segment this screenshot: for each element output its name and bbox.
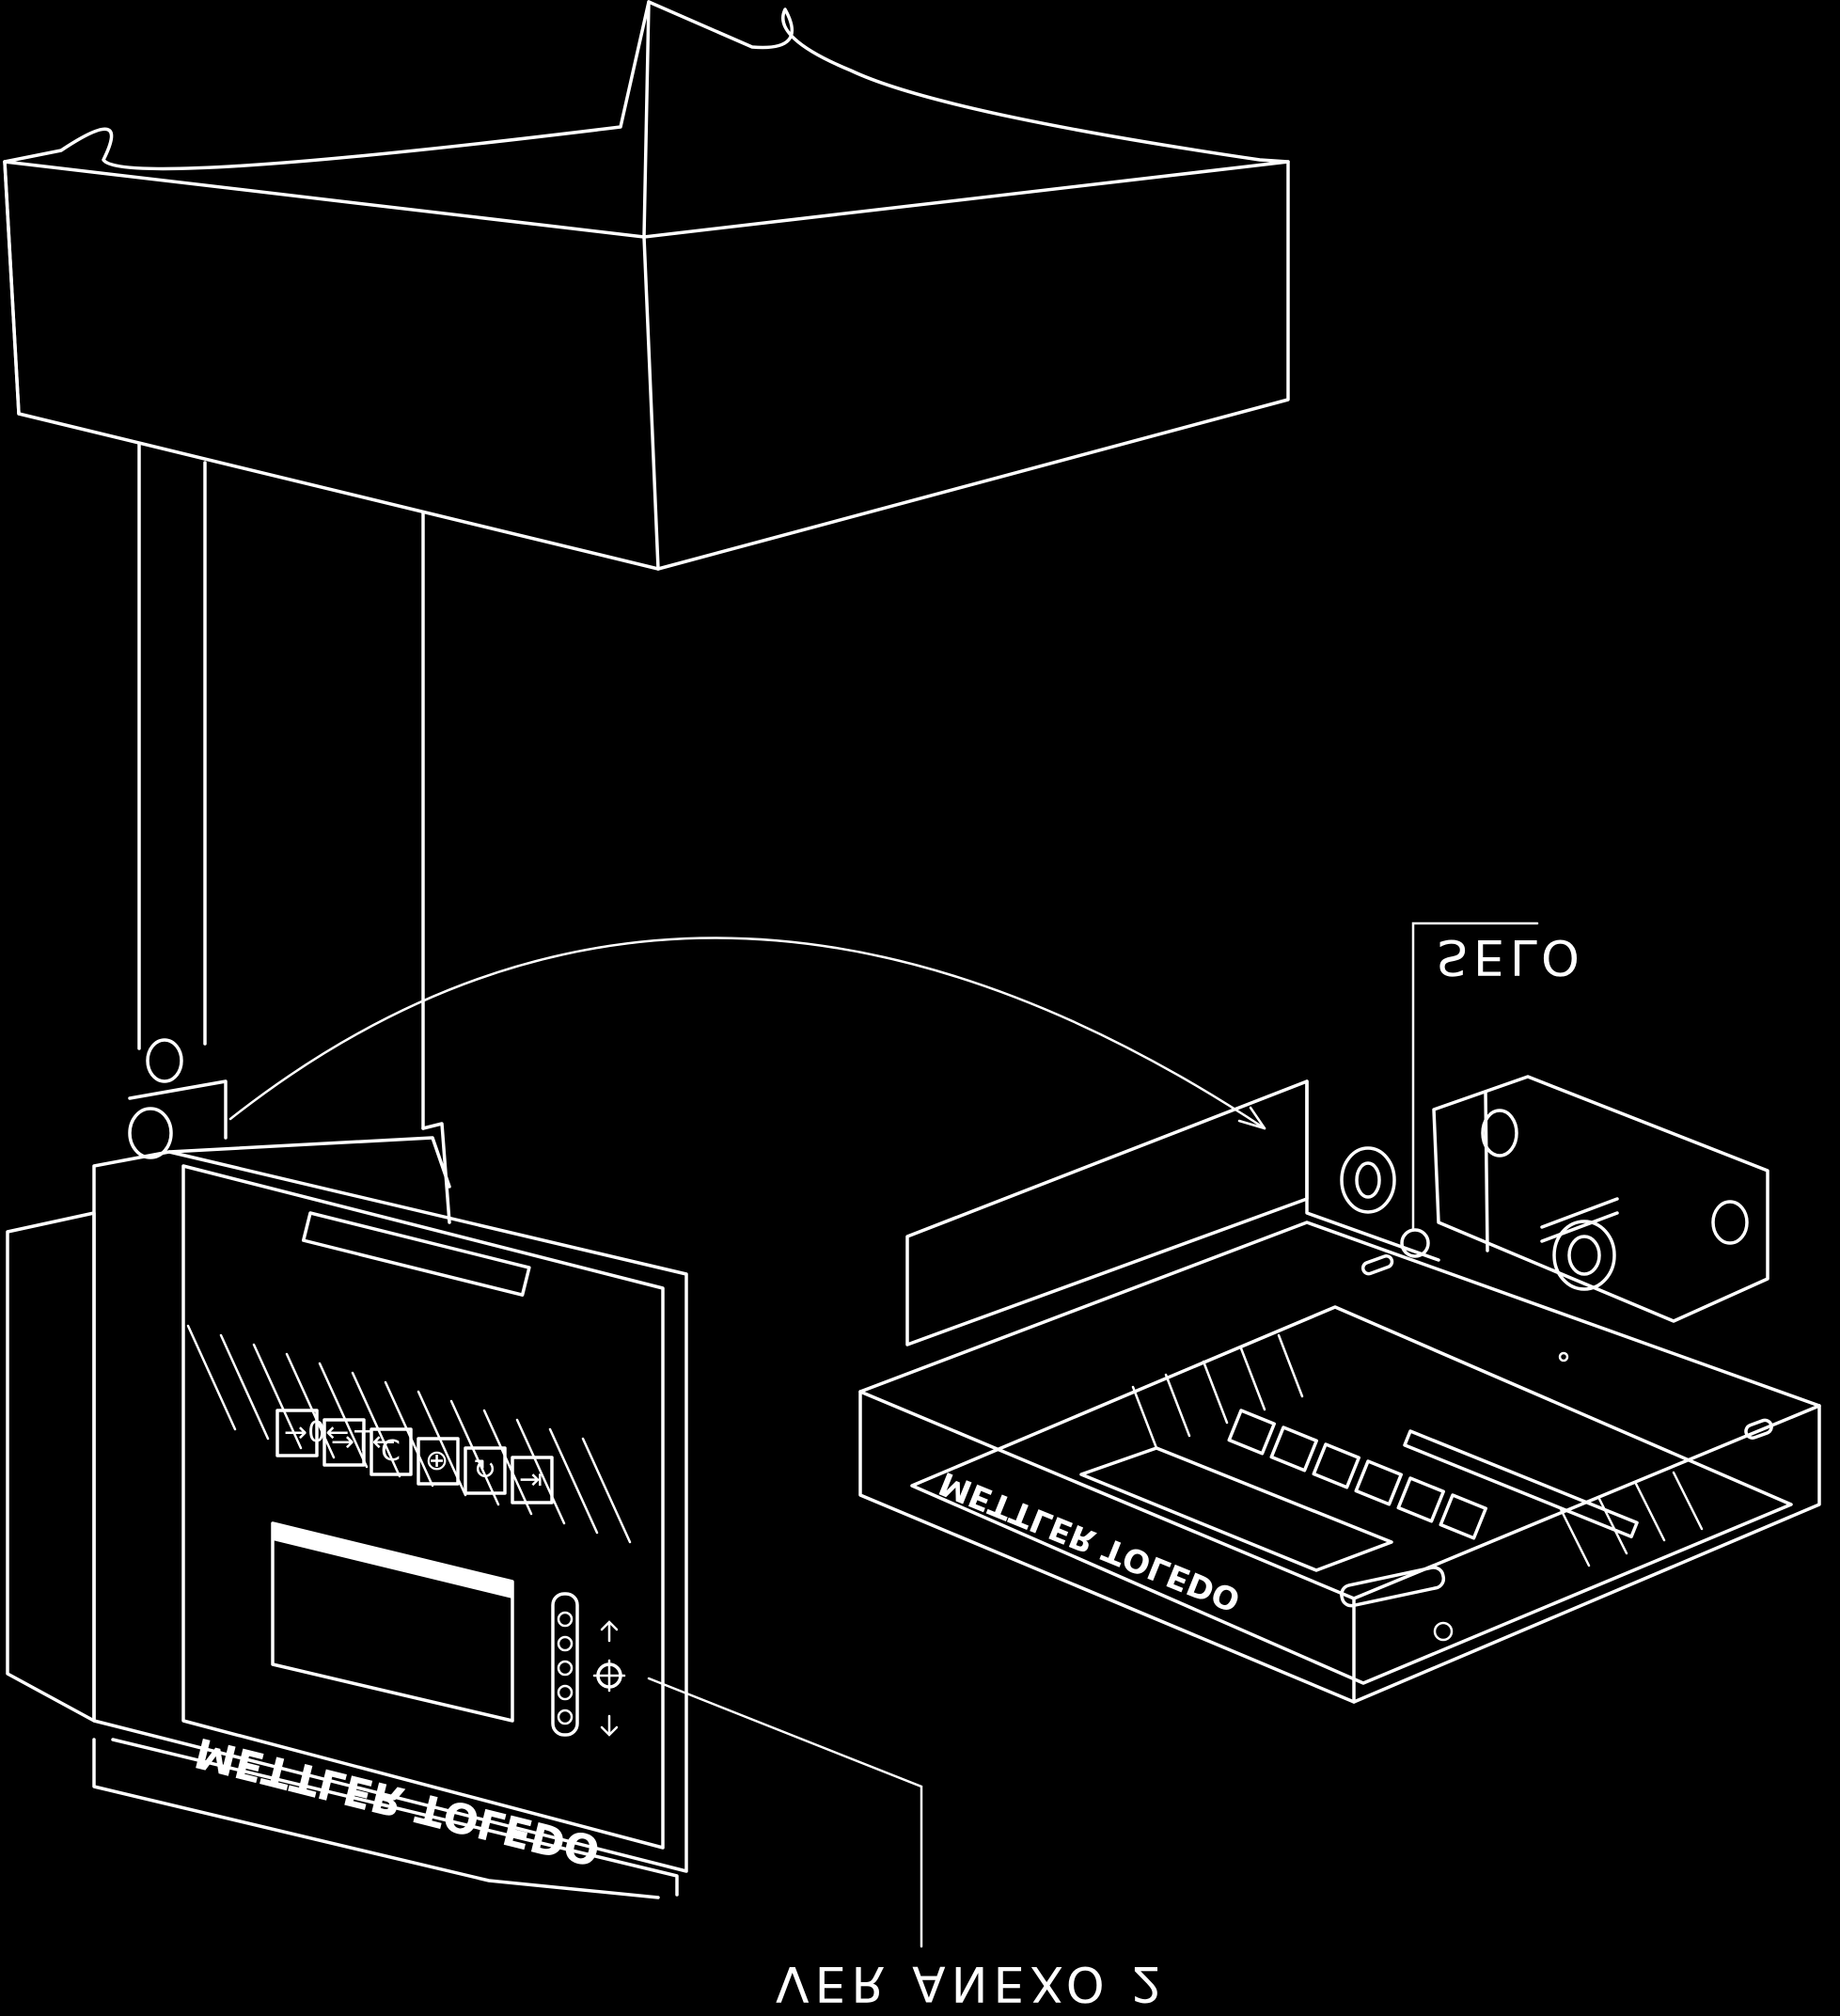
status-led-strip (551, 1592, 579, 1737)
brand-logo-front: METTLER TOLEDO (190, 1727, 605, 1874)
key-cycle (464, 1446, 507, 1495)
crosshair-icon (592, 1659, 626, 1693)
key-function (417, 1437, 460, 1486)
key-tare-label: →T← (331, 1425, 396, 1458)
seal-label: SELO (1437, 928, 1585, 984)
indicator-front: →0← →T← C ⊕ ↻ ⇥ METTLER TOLEDO (6, 1122, 688, 1899)
see-annex-label: VER ANEXO 2 (776, 1955, 1168, 2011)
key-tare (322, 1418, 366, 1467)
key-enter-label: ⇥ (519, 1463, 543, 1496)
platform (3, 0, 1290, 571)
detail-curve-arrow (228, 937, 1266, 1130)
seal-leader-line (1411, 921, 1539, 1232)
detail-keypad (1227, 1409, 1487, 1540)
key-zero (275, 1409, 319, 1457)
seal-point (1400, 1228, 1430, 1258)
annex-leader-line (647, 1677, 923, 1948)
key-cycle-label: ↻ (473, 1454, 496, 1487)
front-keypad: →0← →T← C ⊕ ↻ ⇥ (275, 1409, 554, 1504)
key-function-label: ⊕ (425, 1444, 448, 1477)
key-clear (370, 1427, 413, 1476)
display-hatching (186, 1324, 632, 1544)
indicator-detail-view: METTLER TOLEDO (858, 1075, 1821, 1704)
support-column (128, 442, 425, 1159)
key-enter (511, 1456, 554, 1504)
arrow-up-icon (600, 1620, 619, 1643)
detail-hatching (1131, 1333, 1704, 1567)
key-clear-label: C (381, 1435, 401, 1468)
key-zero-label: →0← (284, 1416, 349, 1449)
detail-display (1079, 1446, 1393, 1572)
arrow-down-icon (600, 1714, 619, 1737)
